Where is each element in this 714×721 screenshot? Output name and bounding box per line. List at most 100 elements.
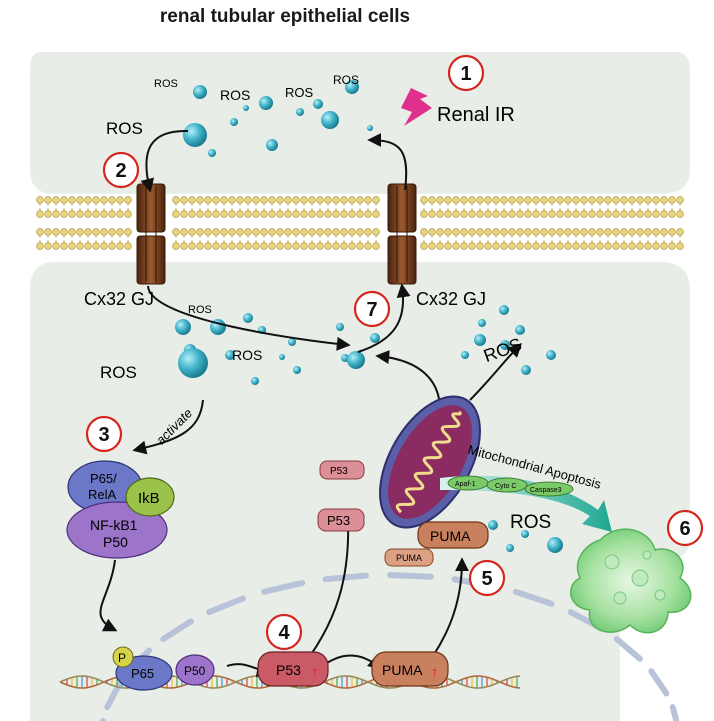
ros-bead — [506, 544, 514, 552]
lipid-head — [68, 210, 76, 218]
lipid-head — [636, 196, 644, 204]
arrow-into-nucleus — [99, 559, 118, 632]
ros-bead — [193, 85, 207, 99]
ros-bead — [461, 351, 469, 359]
lipid-head — [500, 196, 508, 204]
ikb-protein — [125, 477, 175, 517]
lipid-head — [660, 228, 668, 236]
ros-label-top-4: ROS — [333, 73, 359, 87]
lipid-head — [124, 242, 132, 250]
lipid-head — [508, 196, 516, 204]
lipid-head — [108, 196, 116, 204]
diagram-title: renal tubular epithelial cells — [159, 6, 411, 27]
lipid-head — [628, 242, 636, 250]
lipid-head — [444, 242, 452, 250]
lipid-head — [76, 210, 84, 218]
lipid-head — [500, 228, 508, 236]
lipid-head — [84, 242, 92, 250]
lipid-head — [268, 196, 276, 204]
lipid-head — [268, 210, 276, 218]
lipid-head — [484, 210, 492, 218]
arrow-ros-into-channel — [140, 129, 189, 193]
lipid-head — [244, 228, 252, 236]
lipid-head — [428, 242, 436, 250]
cx32-gj-left-label: Cx32 GJ — [84, 289, 154, 309]
lipid-head — [180, 210, 188, 218]
ros-bead — [288, 338, 296, 346]
lipid-head — [228, 210, 236, 218]
lipid-head — [636, 228, 644, 236]
ros-bead — [370, 333, 380, 343]
ros-bead — [208, 149, 216, 157]
lipid-head — [612, 210, 620, 218]
lipid-head — [348, 242, 356, 250]
lipid-head — [340, 196, 348, 204]
lipid-head — [276, 228, 284, 236]
lipid-head — [188, 242, 196, 250]
ros-bead — [178, 348, 208, 378]
lipid-head — [660, 210, 668, 218]
lipid-head — [468, 242, 476, 250]
nuclear-envelope-segment — [648, 668, 670, 697]
lipid-head — [44, 196, 52, 204]
lipid-head — [100, 242, 108, 250]
lipid-head — [596, 228, 604, 236]
ros-label-top-2: ROS — [220, 87, 250, 103]
lipid-head — [548, 210, 556, 218]
lipid-head — [92, 242, 100, 250]
lipid-head — [676, 228, 684, 236]
p50-nuclear-label: P50 — [184, 664, 206, 678]
lipid-head — [484, 196, 492, 204]
lipid-head — [476, 228, 484, 236]
lipid-head — [572, 242, 580, 250]
cx32-gj-right-label: Cx32 GJ — [416, 289, 486, 309]
lipid-head — [652, 228, 660, 236]
p53-gene-box — [257, 651, 329, 687]
lipid-head — [476, 210, 484, 218]
lipid-head — [284, 196, 292, 204]
lipid-head — [220, 242, 228, 250]
lipid-head — [564, 242, 572, 250]
lipid-head — [124, 210, 132, 218]
lipid-head — [236, 228, 244, 236]
lipid-head — [348, 196, 356, 204]
step-circle — [468, 559, 506, 597]
lipid-head — [604, 210, 612, 218]
lipid-head — [244, 242, 252, 250]
lipid-head — [332, 228, 340, 236]
lipid-head — [444, 228, 452, 236]
lipid-head — [524, 228, 532, 236]
lipid-head — [172, 228, 180, 236]
lipid-head — [556, 228, 564, 236]
lipid-head — [172, 242, 180, 250]
nuclear-envelope-segment — [104, 681, 123, 711]
lipid-head — [548, 196, 556, 204]
lipid-head — [124, 228, 132, 236]
ros-bead — [266, 139, 278, 151]
lipid-head — [308, 210, 316, 218]
arrow-mito-to-ros-right — [469, 343, 522, 401]
lipid-head — [52, 228, 60, 236]
lipid-head — [588, 196, 596, 204]
step-number: 6 — [679, 518, 690, 540]
lipid-head — [428, 196, 436, 204]
cascade-caspase3 — [524, 481, 574, 497]
puma-up-arrow: ↑ — [431, 664, 439, 681]
ros-label-mid-1: ROS — [188, 304, 212, 316]
lipid-head — [308, 242, 316, 250]
lipid-head — [516, 210, 524, 218]
lipid-head — [244, 210, 252, 218]
phospho-circle — [112, 646, 134, 668]
lipid-head — [332, 210, 340, 218]
step-circle — [353, 290, 391, 328]
lipid-head — [316, 196, 324, 204]
lipid-head — [356, 228, 364, 236]
ros-bead — [474, 334, 486, 346]
renal-ir-label: Renal IR — [437, 104, 515, 126]
lipid-head — [308, 228, 316, 236]
lipid-head — [460, 242, 468, 250]
lipid-head — [436, 210, 444, 218]
lipid-head — [180, 196, 188, 204]
nuclear-envelope-segment — [512, 588, 555, 607]
lipid-head — [84, 210, 92, 218]
